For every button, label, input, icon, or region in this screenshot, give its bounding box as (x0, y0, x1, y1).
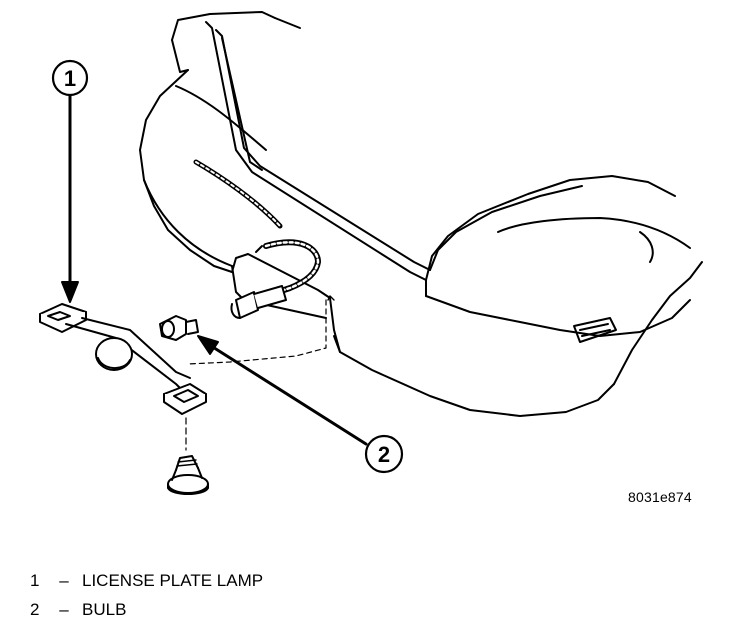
callout-1-number: 1 (64, 66, 76, 91)
callout-2-number: 2 (378, 442, 390, 467)
legend-item-label: LICENSE PLATE LAMP (82, 571, 264, 590)
bulb (159, 315, 199, 341)
bulb-socket (230, 285, 287, 319)
wiring-harness (193, 159, 321, 297)
legend-item: 2–BULB (30, 595, 263, 624)
legend-item-dash: – (59, 600, 69, 619)
legend-item-number: 1 (30, 571, 40, 590)
legend-item-number: 2 (30, 600, 40, 619)
legend-item: 1–LICENSE PLATE LAMP (30, 566, 263, 595)
fastener-screw (167, 417, 209, 495)
callout-2: 2 (197, 335, 404, 474)
legend-item-dash: – (59, 571, 69, 590)
license-plate-lamp (39, 303, 207, 415)
figure-id-label: 8031e874 (628, 489, 692, 505)
legend-item-label: BULB (82, 600, 127, 619)
callout-1: 1 (51, 59, 89, 303)
legend: 1–LICENSE PLATE LAMP 2–BULB (30, 566, 263, 624)
rear-bumper-lamp-diagram: 1 2 (39, 11, 703, 495)
